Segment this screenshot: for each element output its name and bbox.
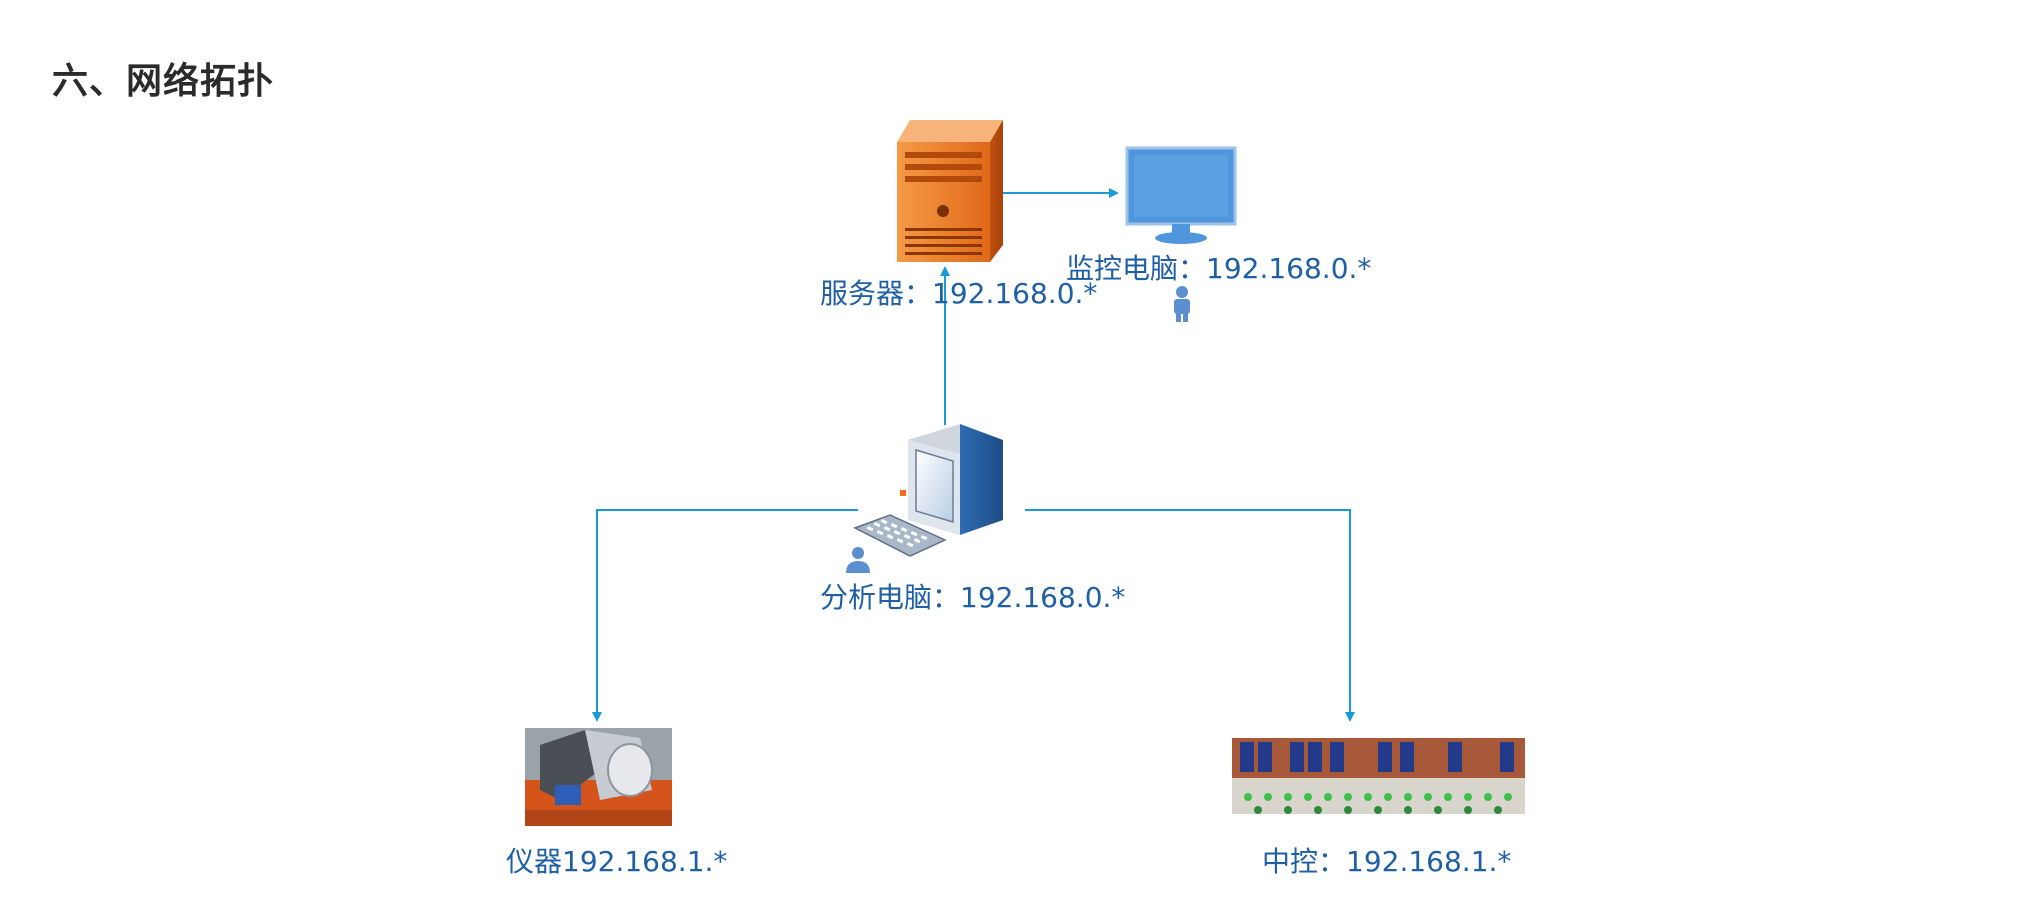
keyboard-icon bbox=[853, 514, 947, 557]
instrument-label: 仪器192.168.1.* bbox=[506, 845, 728, 878]
central-control-label: 中控：192.168.1.* bbox=[1262, 845, 1512, 878]
server-label: 服务器：192.168.0.* bbox=[820, 277, 1098, 310]
server-tower-icon bbox=[897, 120, 1003, 262]
monitor-pc-label: 监控电脑：192.168.0.* bbox=[1066, 252, 1372, 285]
connection-lines bbox=[592, 188, 1355, 722]
analysis-pc-label: 分析电脑：192.168.0.* bbox=[820, 581, 1126, 614]
link-analysis-to-instrument bbox=[592, 509, 858, 722]
monitor-icon bbox=[1125, 146, 1237, 244]
user-icon bbox=[846, 547, 870, 573]
desktop-computer-icon bbox=[900, 424, 1003, 535]
section-title: 六、网络拓扑 bbox=[52, 61, 275, 102]
user-icon bbox=[1174, 286, 1190, 322]
instrument-photo bbox=[525, 728, 672, 826]
link-analysis-to-central-control bbox=[1025, 509, 1355, 722]
control-panel-photo bbox=[1232, 738, 1525, 814]
